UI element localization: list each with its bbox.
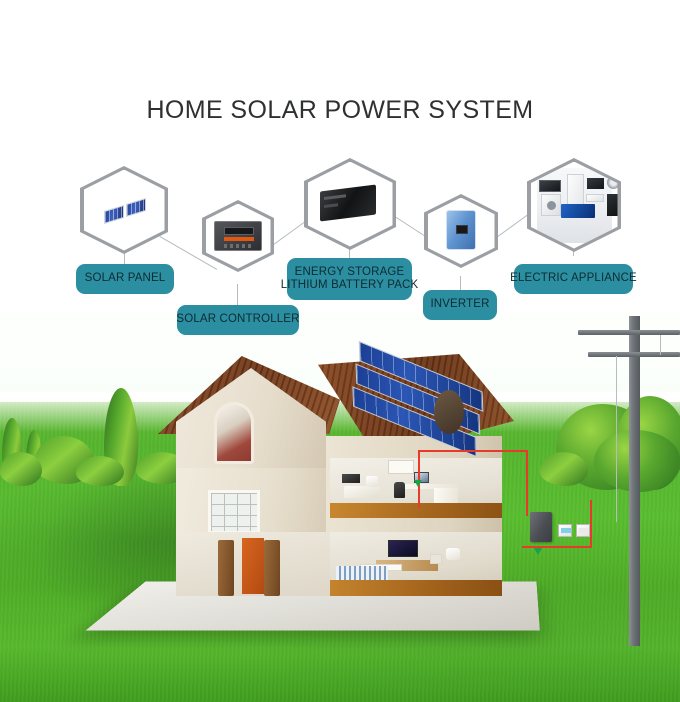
- microwave-icon: [586, 177, 604, 189]
- node-solar-panel[interactable]: [80, 166, 168, 254]
- inverter-icon: [427, 197, 495, 265]
- electric-meter: [558, 524, 572, 537]
- television: [388, 540, 418, 557]
- label-text: SOLAR CONTROLLER: [176, 313, 300, 326]
- appliances-icon: [530, 161, 618, 249]
- conduit: [590, 500, 592, 548]
- controller-led-bar: [223, 236, 254, 241]
- battery-pack-icon: [307, 161, 393, 247]
- controller-screen: [223, 226, 254, 235]
- power-wire: [660, 335, 661, 355]
- conduit: [522, 546, 592, 548]
- solar-controller-icon: [205, 203, 271, 269]
- connector-stem: [460, 276, 462, 298]
- shrub: [540, 452, 588, 486]
- lithium-battery-icon: [319, 184, 376, 221]
- grid-window: [208, 490, 260, 534]
- printer: [342, 474, 360, 483]
- arched-window: [214, 402, 254, 464]
- desk-drawers: [434, 488, 458, 503]
- conduit: [418, 450, 528, 452]
- office-chair: [394, 482, 405, 498]
- sofa: [344, 486, 380, 498]
- label-solar-panel[interactable]: SOLAR PANEL: [76, 264, 174, 294]
- connector-stem: [124, 244, 126, 266]
- conduit: [526, 450, 528, 516]
- porch-column: [218, 540, 234, 596]
- solar-panel-icon: [83, 169, 165, 251]
- room-home-office: [330, 458, 502, 518]
- appliance-collage: [536, 167, 618, 243]
- controller-buttons: [223, 243, 254, 248]
- fan-icon: [606, 175, 618, 189]
- power-wire: [616, 356, 617, 522]
- floor-upper: [330, 503, 502, 518]
- air-conditioner-icon: [585, 193, 604, 202]
- charge-controller-icon: [213, 220, 262, 251]
- speaker-icon: [606, 193, 618, 216]
- label-solar-controller[interactable]: SOLAR CONTROLLER: [176, 305, 300, 335]
- desk: [396, 484, 458, 489]
- floor-lower: [330, 580, 502, 596]
- label-energy-storage[interactable]: ENERGY STORAGE LITHIUM BATTERY PACK: [281, 258, 418, 300]
- label-text: INVERTER: [430, 298, 490, 311]
- label-electric-appliance[interactable]: ELECTRIC APPLIANCE: [510, 264, 637, 294]
- connector-stem: [237, 284, 239, 308]
- television-icon: [538, 179, 561, 192]
- washer-door-icon: [546, 200, 556, 210]
- label-text: ELECTRIC APPLIANCE: [510, 272, 637, 285]
- front-door: [242, 538, 264, 594]
- oval-window: [434, 390, 464, 434]
- house-illustration: [85, 340, 592, 650]
- label-text: SOLAR PANEL: [84, 272, 166, 285]
- node-energy-storage[interactable]: [304, 158, 396, 250]
- flow-arrow-icon: [414, 480, 422, 487]
- pv-module-icon: [125, 197, 146, 217]
- floor-lamp: [446, 548, 460, 560]
- sofa: [336, 566, 388, 582]
- pv-module-icon: [103, 204, 124, 224]
- room-living: [330, 532, 502, 596]
- distribution-box: [576, 524, 590, 537]
- laptop-icon: [560, 203, 595, 218]
- framed-picture: [430, 554, 442, 564]
- label-text-line1: ENERGY STORAGE: [294, 265, 405, 278]
- shrub: [0, 452, 42, 486]
- node-solar-controller[interactable]: [202, 200, 274, 272]
- inverter-display: [455, 224, 468, 234]
- tv-console: [376, 560, 438, 571]
- label-text-line2: LITHIUM BATTERY PACK: [280, 279, 419, 291]
- pole-crossarm: [588, 352, 680, 357]
- node-inverter[interactable]: [424, 194, 498, 268]
- wall-inverter-icon: [445, 209, 476, 250]
- wall-shelf: [388, 460, 414, 474]
- shrub: [76, 456, 124, 486]
- flow-arrow-icon: [534, 548, 542, 555]
- node-electric-appliance[interactable]: [527, 158, 621, 252]
- utility-pole: [629, 316, 640, 646]
- pole-crossarm: [578, 330, 680, 335]
- porch-column: [264, 540, 280, 596]
- page-title: HOME SOLAR POWER SYSTEM: [146, 96, 534, 124]
- label-inverter[interactable]: INVERTER: [423, 290, 497, 320]
- wall-inverter: [530, 512, 552, 542]
- conduit: [418, 450, 420, 508]
- table-lamp: [366, 476, 378, 487]
